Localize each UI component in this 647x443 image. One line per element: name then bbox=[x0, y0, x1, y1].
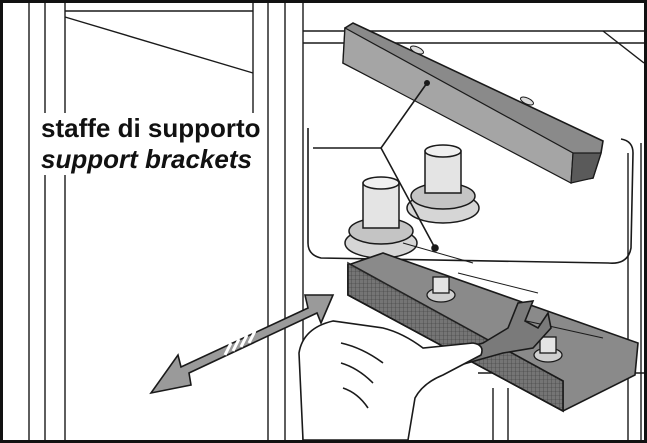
hand-icon bbox=[298, 320, 483, 440]
bolt-icon bbox=[344, 144, 480, 259]
double-arrow-icon bbox=[149, 294, 335, 395]
installation-drawing bbox=[28, 3, 644, 440]
nut-group bbox=[426, 276, 563, 363]
label-italian: staffe di supporto bbox=[41, 113, 261, 143]
label-english: support brackets bbox=[41, 144, 252, 174]
recess-outline bbox=[307, 128, 634, 265]
callout-leaders bbox=[313, 82, 436, 249]
lower-support-bracket bbox=[347, 242, 639, 413]
callout-label: staffe di supporto support brackets bbox=[37, 113, 267, 175]
upper-support-bracket bbox=[342, 22, 604, 184]
